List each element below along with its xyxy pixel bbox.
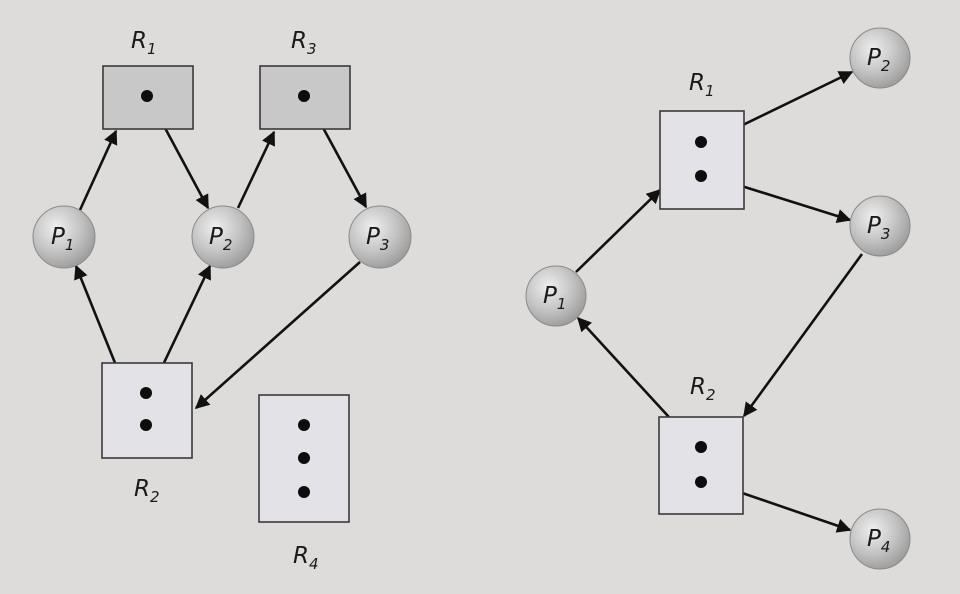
left-resource-R1: R1 — [102, 28, 194, 130]
process-node — [191, 205, 255, 269]
edge-P1-to-R1 — [575, 189, 662, 273]
resource-box — [101, 362, 193, 459]
process-label: P3 — [366, 224, 389, 254]
process-node — [32, 205, 96, 269]
resource-box — [658, 416, 744, 515]
process-node — [348, 205, 412, 269]
resource-instance-dot — [695, 476, 707, 488]
process-label: P2 — [867, 45, 890, 75]
process-node — [849, 508, 911, 570]
right-resource-R2: R2 — [658, 374, 744, 515]
edge-P3-to-R2 — [194, 261, 361, 409]
resource-label: R1 — [131, 28, 157, 58]
resource-label: R2 — [134, 476, 160, 506]
edge-P1-to-R1 — [78, 129, 118, 211]
left-process-P1: P1 — [32, 205, 96, 269]
resource-instance-dot — [298, 419, 310, 431]
process-node — [849, 27, 911, 89]
right-process-P3: P3 — [849, 195, 911, 257]
process-node — [849, 195, 911, 257]
right-resource-R1: R1 — [659, 70, 745, 210]
resource-instance-dot — [695, 441, 707, 453]
resource-label: R2 — [690, 374, 716, 404]
left-resource-R4: R4 — [258, 394, 350, 573]
resource-label: R3 — [291, 28, 317, 58]
resource-label: R4 — [293, 543, 319, 573]
resource-box — [659, 110, 745, 210]
left-process-P3: P3 — [348, 205, 412, 269]
edge-P3-to-R2 — [742, 253, 864, 418]
resource-label: R1 — [689, 70, 715, 100]
left-resource-R2: R2 — [101, 362, 193, 506]
resource-instance-dot — [140, 387, 152, 399]
process-label: P1 — [51, 224, 74, 254]
right-process-P4: P4 — [849, 508, 911, 570]
resource-instance-dot — [298, 486, 310, 498]
left-resource-R3: R3 — [259, 28, 351, 130]
process-node — [525, 265, 587, 327]
right-process-P1: P1 — [525, 265, 587, 327]
resource-instance-dot — [695, 170, 707, 182]
edge-P2-to-R3 — [236, 130, 276, 209]
right-graph: R1 R2 P1 P2 P3 P4 — [525, 27, 911, 570]
process-label: P3 — [867, 213, 890, 243]
left-graph: R1 R3 R2 R4 P1 P2 — [32, 28, 412, 573]
right-process-P2: P2 — [849, 27, 911, 89]
resource-instance-dot — [298, 452, 310, 464]
left-process-P2: P2 — [191, 205, 255, 269]
resource-instance-dot — [140, 419, 152, 431]
resource-instance-dot — [695, 136, 707, 148]
process-label: P4 — [867, 526, 890, 556]
process-label: P1 — [543, 283, 566, 313]
resource-instance-dot — [298, 90, 310, 102]
resource-instance-dot — [141, 90, 153, 102]
process-label: P2 — [209, 224, 232, 254]
